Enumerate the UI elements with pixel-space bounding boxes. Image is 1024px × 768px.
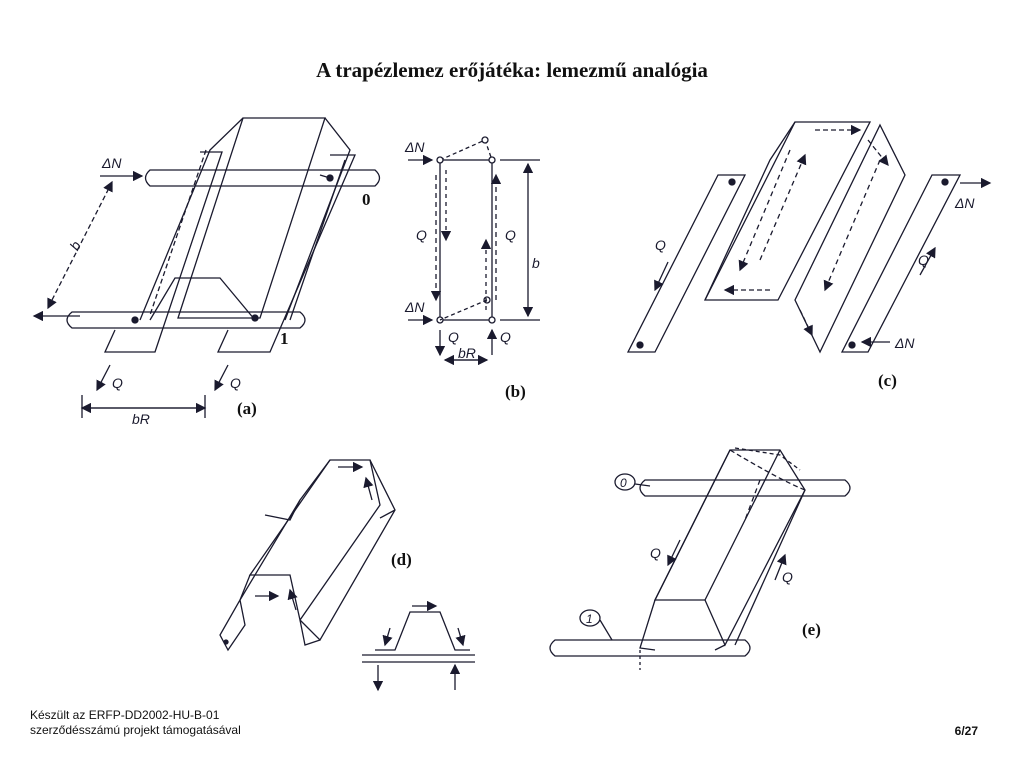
annot-q-c2: Q bbox=[918, 252, 929, 268]
annotations: ΔN b Q Q bR ΔN ΔN Q Q b Q Q bR Q Q ΔN ΔN… bbox=[66, 139, 975, 626]
annot-q-b1: Q bbox=[416, 227, 427, 243]
diagram-b bbox=[408, 136, 540, 366]
footer-credit-line2: szerződésszámú projekt támogatásával bbox=[30, 723, 241, 737]
diagram-a bbox=[32, 117, 381, 418]
annot-circ0-e: 0 bbox=[620, 476, 627, 490]
annot-bR-a: bR bbox=[132, 411, 150, 427]
label-d: (d) bbox=[391, 550, 412, 569]
annot-dN-a: ΔN bbox=[101, 155, 122, 171]
label-e: (e) bbox=[802, 620, 821, 639]
panel-b bbox=[439, 159, 493, 321]
annot-q-c1: Q bbox=[655, 237, 666, 253]
trapezoidal-sheet-figure: ΔN b Q Q bR ΔN ΔN Q Q b Q Q bR Q Q ΔN ΔN… bbox=[32, 117, 992, 692]
label-one: 1 bbox=[280, 329, 289, 348]
annot-b-b: b bbox=[532, 255, 540, 271]
annot-dN-b2: ΔN bbox=[404, 299, 425, 315]
diagram-e bbox=[549, 447, 851, 670]
footer-credit: Készült az ERFP-DD2002-HU-B-01 szerződés… bbox=[30, 708, 241, 738]
annot-q-b4: Q bbox=[500, 329, 511, 345]
page-number: 6/27 bbox=[954, 724, 978, 738]
label-a: (a) bbox=[237, 399, 257, 418]
annot-q-b2: Q bbox=[505, 227, 516, 243]
label-c: (c) bbox=[878, 371, 897, 390]
diagram-d bbox=[219, 459, 475, 692]
slide-title: A trapézlemez erőjátéka: lemezmű analógi… bbox=[316, 58, 708, 82]
annot-dN-c2: ΔN bbox=[894, 335, 915, 351]
diagram-c bbox=[626, 121, 992, 354]
annot-q-b3: Q bbox=[448, 329, 459, 345]
label-b: (b) bbox=[505, 382, 526, 401]
label-zero: 0 bbox=[362, 190, 371, 209]
annot-circ1-e: 1 bbox=[586, 612, 593, 626]
purlin-1 bbox=[66, 311, 306, 329]
purlin-0 bbox=[144, 169, 381, 187]
annot-q-a1: Q bbox=[112, 375, 123, 391]
annot-dN-c1: ΔN bbox=[954, 195, 975, 211]
rib-top bbox=[177, 117, 326, 319]
annot-dN-b1: ΔN bbox=[404, 139, 425, 155]
annot-q-a2: Q bbox=[230, 375, 241, 391]
annot-q-e1: Q bbox=[650, 545, 661, 561]
annot-q-e2: Q bbox=[782, 569, 793, 585]
annot-b-a: b bbox=[66, 238, 84, 253]
annot-bR-b: bR bbox=[458, 345, 476, 361]
footer-credit-line1: Készült az ERFP-DD2002-HU-B-01 bbox=[30, 708, 220, 722]
